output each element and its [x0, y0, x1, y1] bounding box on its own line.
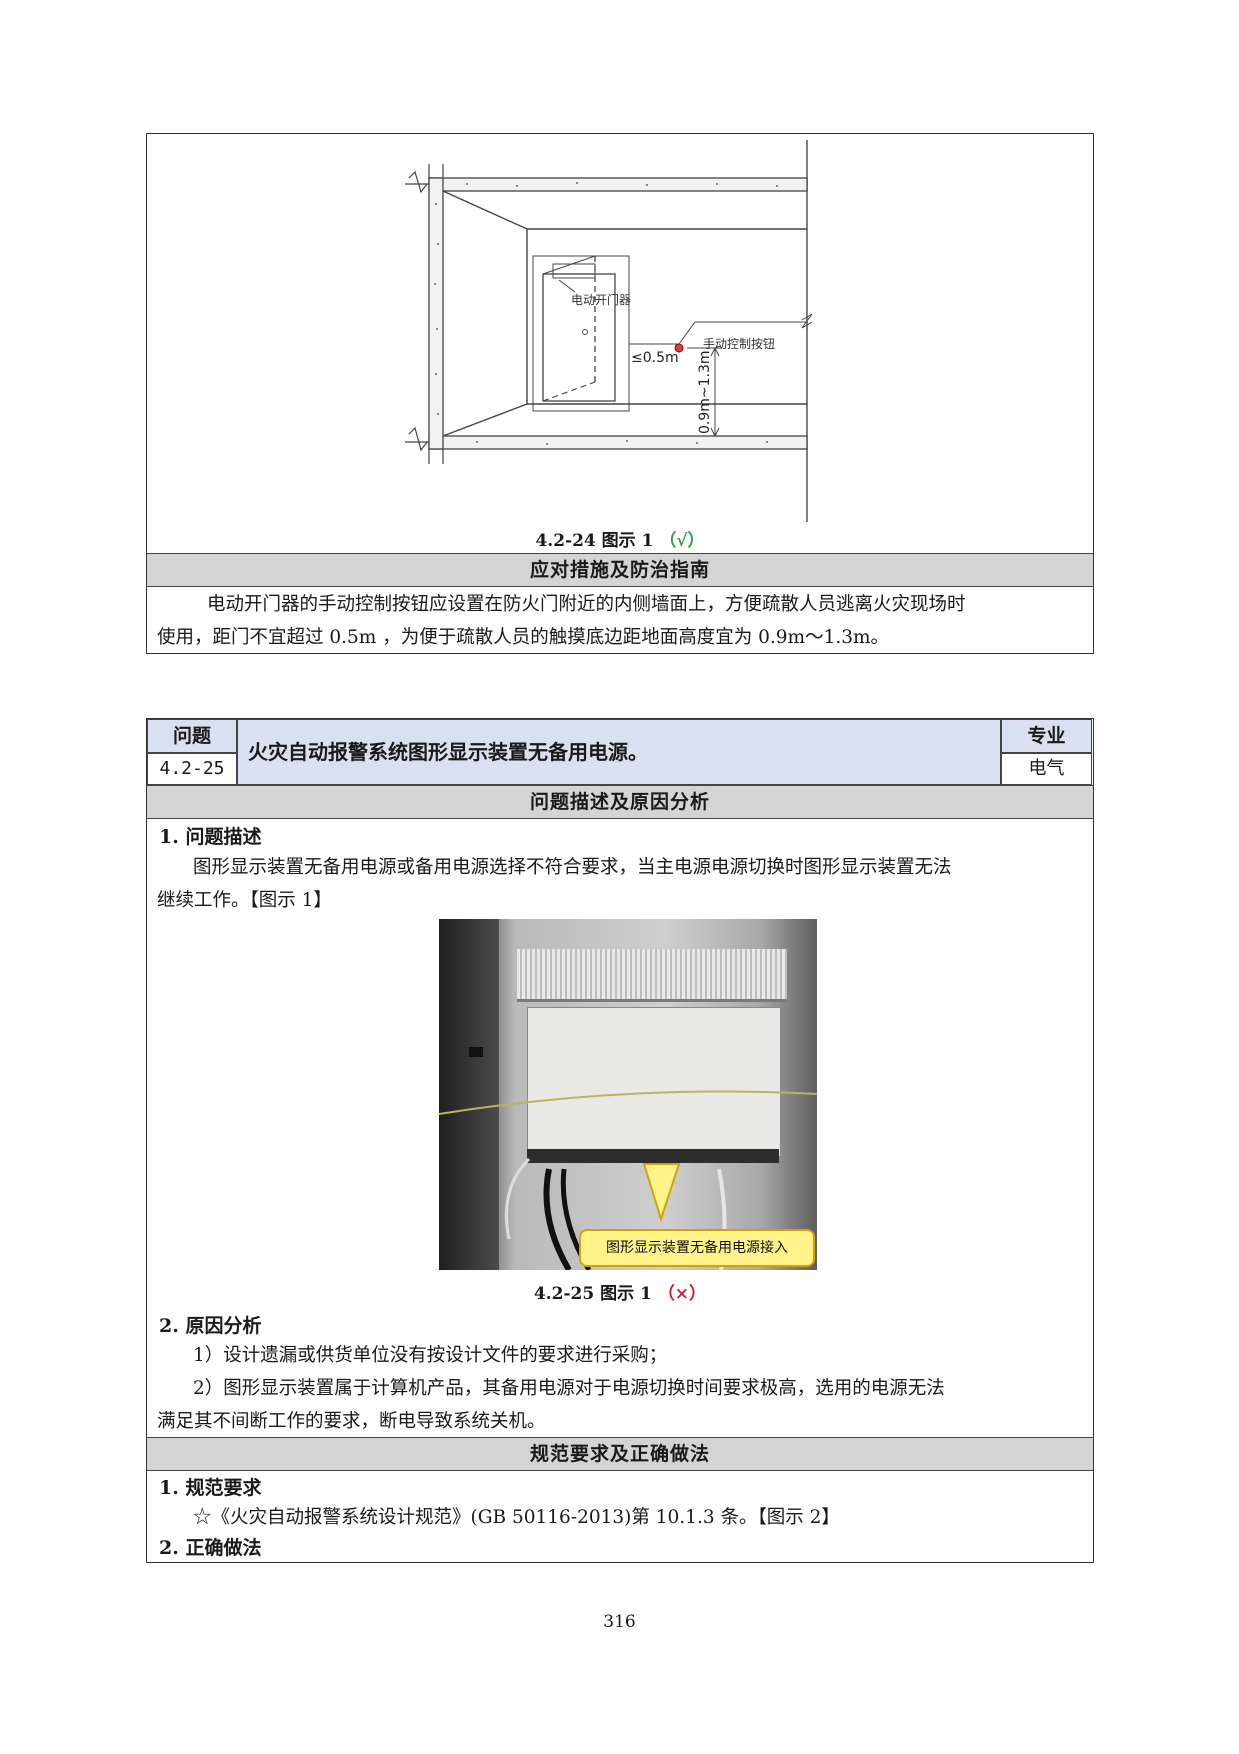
door-button-diagram: 电动开门器 ≤0.5m 手动控制按钮 0.9m~1.3m — [405, 140, 813, 522]
cause-item-1: 1）设计遗漏或供货单位没有按设计文件的要求进行采购； — [193, 1345, 668, 1366]
measures-text-line1: 电动开门器的手动控制按钮应设置在防火门附近的内侧墙面上，方便疏散人员逃离火灾现场… — [207, 594, 966, 615]
problem-desc-line1: 图形显示装置无备用电源或备用电源选择不符合要求，当主电源电源切换时图形显示装置无… — [193, 857, 952, 878]
cross-mark: （×） — [657, 1284, 707, 1304]
label-distance: ≤0.5m — [631, 350, 679, 366]
problem-desc-title: 1. 问题描述 — [159, 826, 262, 848]
spec-title: 1. 规范要求 — [159, 1477, 262, 1499]
photo-caption: 4.2-25 图示 1 （×） — [533, 1284, 707, 1304]
specialty-value-cell: 电气 — [1001, 753, 1092, 785]
analysis-heading: 问题描述及原因分析 — [147, 785, 1093, 819]
label-manual-button: 手动控制按钮 — [703, 336, 775, 351]
check-mark: （√） — [659, 531, 705, 551]
figure-box: 电动开门器 ≤0.5m 手动控制按钮 0.9m~1.3m 4.2-24 图示 1… — [146, 133, 1094, 654]
cause-title: 2. 原因分析 — [159, 1315, 262, 1337]
cause-item-2-line1: 2）图形显示装置属于计算机产品，其备用电源对于电源切换时间要求极高，选用的电源无… — [193, 1378, 945, 1399]
issue-title-cell: 火灾自动报警系统图形显示装置无备用电源。 — [237, 719, 1001, 785]
cause-item-2-line2: 满足其不间断工作的要求，断电导致系统关机。 — [157, 1411, 546, 1432]
spec-line: ☆《火灾自动报警系统设计规范》(GB 50116-2013)第 10.1.3 条… — [193, 1507, 840, 1528]
label-door-opener: 电动开门器 — [571, 292, 631, 307]
specialty-label-cell: 专业 — [1001, 719, 1092, 753]
figure1-caption: 4.2-24 图示 1 （√） — [535, 531, 705, 551]
issue-box: 问题 4.2-25 火灾自动报警系统图形显示装置无备用电源。 专业 电气 问题描… — [146, 718, 1094, 1563]
cabinet-photo: 图形显示装置无备用电源接入 — [439, 919, 817, 1270]
label-height: 0.9m~1.3m — [697, 350, 713, 434]
photo-callout: 图形显示装置无备用电源接入 — [579, 1229, 815, 1267]
issue-code-cell: 4.2-25 — [147, 753, 237, 785]
problem-desc-line2: 继续工作。【图示 1】 — [157, 890, 332, 911]
measures-text-line2: 使用，距门不宜超过 0.5m ，为便于疏散人员的触摸底边距地面高度宜为 0.9m… — [157, 627, 890, 648]
page-number: 316 — [603, 1612, 636, 1632]
issue-label-cell: 问题 — [147, 719, 237, 753]
requirements-heading: 规范要求及正确做法 — [147, 1437, 1093, 1471]
correct-practice-title: 2. 正确做法 — [159, 1537, 262, 1559]
measures-heading: 应对措施及防治指南 — [147, 553, 1093, 587]
